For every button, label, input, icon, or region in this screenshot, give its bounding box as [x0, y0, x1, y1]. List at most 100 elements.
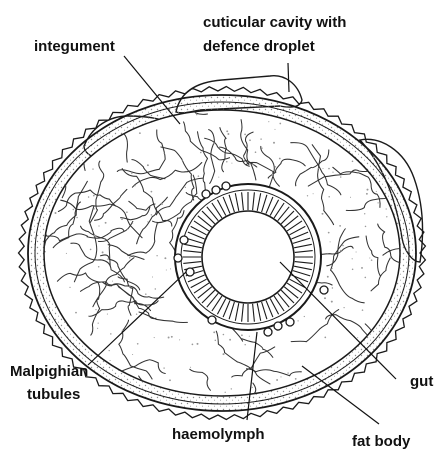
- fat-body-granule: [129, 257, 131, 259]
- fat-body-granule: [168, 337, 170, 339]
- fat-body-granule: [126, 211, 128, 213]
- fat-body-granule: [147, 164, 149, 166]
- fat-body-granule: [134, 185, 135, 186]
- fat-body-granule: [322, 213, 324, 215]
- fat-body-granule: [304, 316, 305, 317]
- fat-body-granule: [274, 129, 275, 130]
- fat-body-granule: [327, 253, 328, 254]
- fat-body-granule: [132, 354, 133, 355]
- fat-body-granule: [179, 339, 180, 340]
- malpighian-tubule: [274, 322, 282, 330]
- fat-body-granule: [332, 287, 333, 288]
- fat-body-granule: [352, 258, 353, 259]
- fat-body-granule: [213, 143, 215, 145]
- fat-body-granule: [164, 153, 165, 154]
- fat-body-granule: [55, 212, 57, 214]
- gut-lumen: [202, 211, 294, 303]
- fat-body-granule: [376, 191, 377, 192]
- fat-body-granule: [66, 253, 67, 254]
- fat-body-granule: [151, 214, 152, 215]
- fat-body-granule: [279, 123, 281, 125]
- fat-body-granule: [94, 235, 96, 237]
- fat-body-granule: [163, 367, 164, 368]
- fat-body-granule: [198, 175, 200, 177]
- fat-body-granule: [147, 221, 148, 222]
- fat-body-granule: [361, 267, 363, 269]
- fat-body-granule: [276, 379, 278, 381]
- fat-body-granule: [69, 287, 70, 288]
- fat-body-granule: [357, 172, 358, 173]
- fat-body-granule: [132, 223, 133, 224]
- fat-body-granule: [352, 269, 354, 271]
- fat-body-granule: [218, 177, 219, 178]
- fat-body-granule: [102, 251, 104, 253]
- malpighian-tubule: [202, 190, 210, 198]
- fat-body-granule: [386, 216, 387, 217]
- fat-body-granule: [122, 330, 124, 332]
- fat-body-granule: [107, 259, 108, 260]
- fat-body-granule: [145, 293, 147, 295]
- label-cuticular-cavity-line1: cuticular cavity with: [203, 14, 346, 31]
- fat-body-granule: [157, 223, 158, 224]
- fat-body-granule: [73, 209, 74, 210]
- fat-body-granule: [164, 257, 166, 259]
- fat-body-granule: [365, 277, 367, 279]
- fat-body-granule: [297, 320, 298, 321]
- fat-body-granule: [279, 158, 281, 160]
- fat-body-granule: [75, 312, 77, 314]
- fat-body-granule: [350, 197, 351, 198]
- label-haemolymph: haemolymph: [172, 426, 265, 443]
- fat-body-granule: [223, 334, 225, 336]
- fat-body-granule: [137, 343, 139, 345]
- malpighian-tubule: [208, 316, 216, 324]
- fat-body-granule: [152, 276, 153, 277]
- fat-body-granule: [377, 202, 378, 203]
- fat-body-granule: [121, 218, 123, 220]
- fat-body-granule: [244, 344, 245, 345]
- malpighian-tubule: [212, 186, 220, 194]
- fat-body-granule: [305, 170, 306, 171]
- fat-body-granule: [340, 176, 342, 178]
- fat-body-granule: [76, 217, 78, 219]
- fat-body-granule: [332, 172, 333, 173]
- fat-body-granule: [200, 152, 202, 154]
- fat-body-granule: [129, 286, 131, 288]
- fat-body-granule: [170, 268, 171, 269]
- fat-body-granule: [93, 195, 95, 197]
- fat-body-granule: [324, 337, 326, 339]
- fat-body-granule: [386, 208, 387, 209]
- fat-body-granule: [166, 270, 167, 271]
- fat-body-granule: [362, 309, 364, 311]
- fat-body-granule: [249, 336, 250, 337]
- fat-body-granule: [110, 360, 111, 361]
- fat-body-granule: [356, 251, 357, 252]
- fat-body-granule: [367, 189, 369, 191]
- fat-body-granule: [105, 222, 107, 224]
- fat-body-granule: [268, 121, 269, 122]
- fat-body-granule: [231, 388, 232, 389]
- fat-body-granule: [192, 344, 194, 346]
- fat-body-granule: [88, 196, 90, 198]
- fat-body-granule: [95, 309, 96, 310]
- label-fat-body: fat body: [352, 433, 411, 450]
- fat-body-granule: [196, 114, 197, 115]
- fat-body-granule: [155, 288, 156, 289]
- fat-body-granule: [223, 353, 225, 355]
- label-integument: integument: [34, 38, 115, 55]
- fat-body-granule: [255, 151, 257, 153]
- fat-body-granule: [154, 337, 155, 338]
- fat-body-granule: [94, 208, 95, 209]
- fat-body-granule: [328, 168, 330, 170]
- fat-body-granule: [260, 138, 261, 139]
- label-cuticular-cavity-line2: defence droplet: [203, 38, 315, 55]
- label-malpighian-line1: Malpighian: [10, 363, 88, 380]
- fat-body-granule: [244, 134, 246, 136]
- fat-body-granule: [253, 164, 254, 165]
- fat-body-granule: [98, 225, 99, 226]
- fat-body-granule: [136, 313, 137, 314]
- fat-body-granule: [262, 148, 263, 149]
- fat-body-granule: [226, 130, 228, 132]
- fat-body-granule: [272, 174, 274, 176]
- fat-body-granule: [275, 166, 277, 168]
